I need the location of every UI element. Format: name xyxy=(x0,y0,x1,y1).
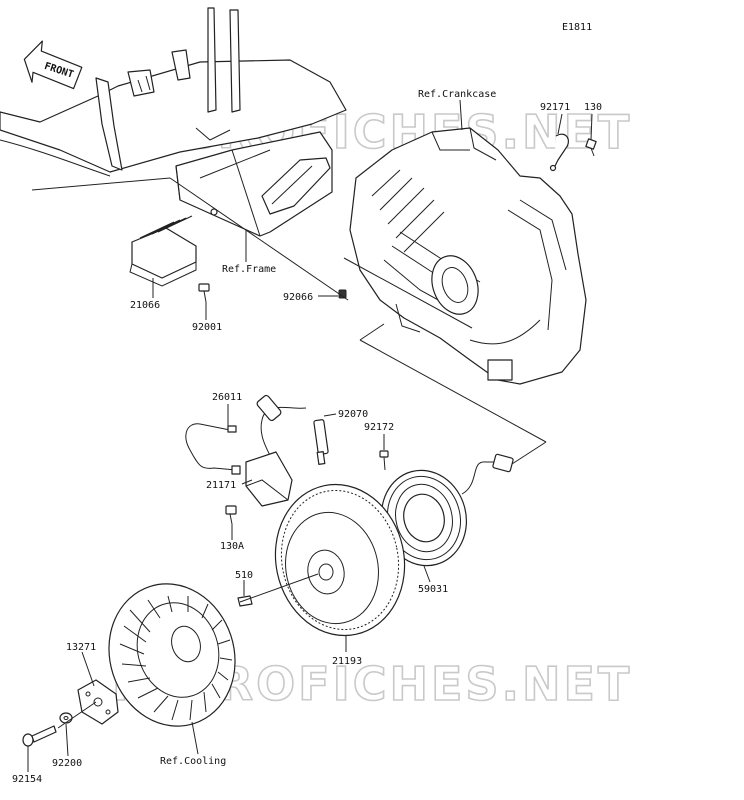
label-ref-frame: Ref.Frame xyxy=(222,264,276,275)
diagram-code: E1811 xyxy=(562,22,592,33)
label-13271: 13271 xyxy=(66,642,96,653)
label-21066: 21066 xyxy=(130,300,160,311)
reference-lines xyxy=(31,177,547,729)
label-130: 130 xyxy=(584,102,602,113)
part-92171-clamp xyxy=(549,133,569,172)
label-510: 510 xyxy=(235,570,253,581)
label-21193: 21193 xyxy=(332,656,362,667)
part-59031-stator xyxy=(380,453,514,567)
label-ref-cooling: Ref.Cooling xyxy=(160,756,226,767)
part-510-key xyxy=(237,595,253,607)
label-92070: 92070 xyxy=(338,409,368,420)
part-92070-sparkplug xyxy=(313,419,329,465)
part-130-bolt xyxy=(585,138,597,157)
part-21171-coil xyxy=(245,394,307,507)
part-130A-bolt xyxy=(225,505,237,525)
part-92001-bolt xyxy=(198,283,210,303)
label-130A: 130A xyxy=(220,541,244,552)
label-92171: 92171 xyxy=(540,102,570,113)
label-59031: 59031 xyxy=(418,584,448,595)
label-ref-crankcase: Ref.Crankcase xyxy=(418,89,496,100)
cooling-fan xyxy=(108,583,236,727)
part-21193-flywheel xyxy=(274,483,406,637)
label-21171: 21171 xyxy=(206,480,236,491)
part-21066-regulator xyxy=(129,215,197,287)
front-arrow-icon: FRONT xyxy=(23,40,83,90)
label-92200: 92200 xyxy=(52,758,82,769)
part-92172-bolt xyxy=(379,450,389,471)
label-92154: 92154 xyxy=(12,774,42,785)
label-92172: 92172 xyxy=(364,422,394,433)
part-92200-washer xyxy=(59,712,73,724)
crankcase-engine xyxy=(349,127,587,385)
label-92066: 92066 xyxy=(283,292,313,303)
label-92001: 92001 xyxy=(192,322,222,333)
part-92154-bolt xyxy=(22,725,57,747)
label-26011: 26011 xyxy=(212,392,242,403)
frame-assembly xyxy=(0,7,347,237)
leader-lines xyxy=(27,99,593,772)
part-26011-harness xyxy=(185,423,241,475)
